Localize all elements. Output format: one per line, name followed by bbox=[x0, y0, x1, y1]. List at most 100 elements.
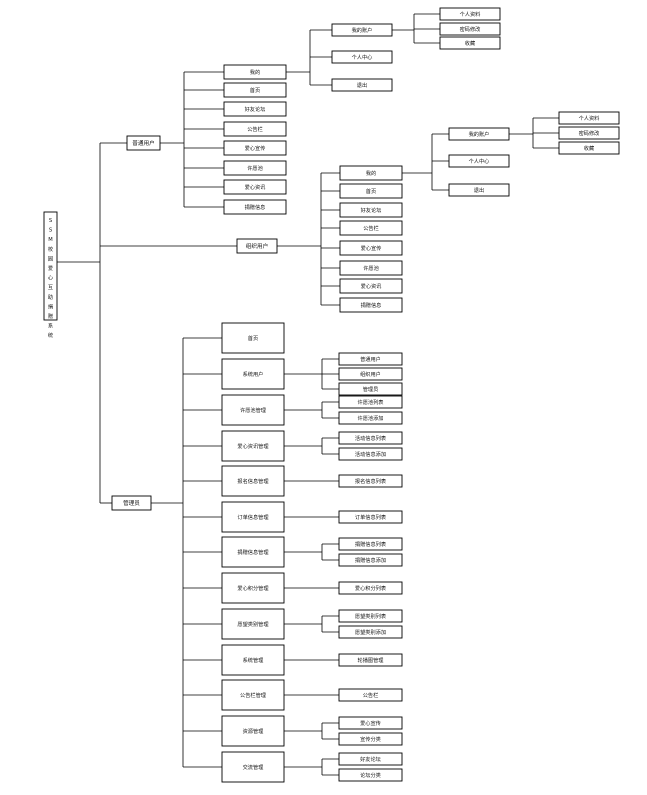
admin-sub-item-8-1-label: 愿望类别添加 bbox=[355, 628, 386, 636]
admin-sub-item-3-0: 活动信息列表 bbox=[338, 431, 403, 445]
admin-menu-item-5-box bbox=[221, 501, 285, 533]
admin-sub-item-5-0: 订单信息列表 bbox=[338, 510, 403, 524]
org-account-item-1-box bbox=[448, 154, 510, 168]
org-menu-item-6-label: 爱心资讯 bbox=[361, 282, 383, 290]
user-menu-item-5-label: 许愿池 bbox=[247, 164, 263, 172]
admin-sub-item-8-0: 愿望类别列表 bbox=[338, 609, 403, 623]
org-account-sub-item-0: 个人资料 bbox=[558, 111, 620, 125]
role-user-label: 普通用户 bbox=[132, 139, 154, 147]
user-menu-item-4: 爱心宣传 bbox=[223, 140, 287, 156]
admin-sub-item-11-1-box bbox=[338, 732, 403, 746]
admin-menu-item-3: 爱心资讯管理 bbox=[221, 430, 285, 462]
org-account-sub-item-2: 收藏 bbox=[558, 141, 620, 155]
user-menu-item-1-label: 首页 bbox=[250, 86, 260, 94]
org-menu-item-2-label: 好友论坛 bbox=[361, 206, 382, 214]
admin-sub-item-2-0: 许愿池列表 bbox=[338, 395, 403, 409]
user-account-item-2: 退出 bbox=[331, 78, 393, 92]
admin-sub-item-1-0-label: 普通用户 bbox=[360, 355, 381, 363]
org-menu-item-4-box bbox=[339, 240, 403, 256]
user-menu-item-4-box bbox=[223, 140, 287, 156]
admin-sub-item-1-2: 管理员 bbox=[338, 382, 403, 396]
admin-menu-item-9: 系统管理 bbox=[221, 644, 285, 676]
admin-menu-item-2-label: 许愿池管理 bbox=[240, 406, 267, 414]
admin-sub-item-3-0-label: 活动信息列表 bbox=[355, 434, 387, 442]
org-account-sub-item-1-box bbox=[558, 126, 620, 140]
admin-sub-item-10-0-label: 公告栏 bbox=[363, 691, 379, 699]
org-account-sub-item-0-label: 个人资料 bbox=[579, 114, 600, 122]
admin-sub-item-1-1-label: 组织用户 bbox=[360, 370, 381, 378]
admin-menu-item-1-label: 系统用户 bbox=[243, 370, 264, 378]
admin-menu-item-3-label: 爱心资讯管理 bbox=[237, 442, 269, 450]
admin-menu-item-1-box bbox=[221, 358, 285, 390]
admin-sub-item-12-1-box bbox=[338, 768, 403, 782]
admin-sub-item-6-0-box bbox=[338, 537, 403, 551]
admin-menu-item-0-box bbox=[221, 322, 285, 354]
user-account-sub-item-1-box bbox=[439, 22, 501, 36]
admin-sub-item-1-0: 普通用户 bbox=[338, 352, 403, 366]
org-menu-item-1: 首页 bbox=[339, 183, 403, 199]
admin-sub-item-6-1: 捐赠信息添加 bbox=[338, 553, 403, 567]
org-account-sub-item-2-label: 收藏 bbox=[584, 144, 595, 152]
user-menu-item-7: 捐赠信息 bbox=[223, 199, 287, 215]
user-menu-item-4-label: 爱心宣传 bbox=[245, 144, 266, 152]
user-menu-item-6: 爱心资讯 bbox=[223, 179, 287, 195]
org-account-item-1: 个人中心 bbox=[448, 154, 510, 168]
admin-sub-item-7-0-label: 爱心积分列表 bbox=[355, 584, 387, 592]
admin-menu-item-4-label: 报名信息管理 bbox=[237, 477, 269, 485]
admin-menu-item-12-label: 交流管理 bbox=[243, 763, 265, 771]
admin-menu-item-1: 系统用户 bbox=[221, 358, 285, 390]
admin-menu-item-5: 订单信息管理 bbox=[221, 501, 285, 533]
org-menu-item-2: 好友论坛 bbox=[339, 202, 403, 218]
admin-menu-item-7-label: 爱心积分管理 bbox=[237, 584, 269, 592]
role-admin: 管理员 bbox=[111, 495, 152, 511]
org-menu-item-7: 捐赠信息 bbox=[339, 297, 403, 313]
admin-sub-item-7-0-box bbox=[338, 581, 403, 595]
role-user: 普通用户 bbox=[126, 135, 161, 151]
org-menu-item-6: 爱心资讯 bbox=[339, 278, 403, 294]
user-menu-item-5-box bbox=[223, 160, 287, 176]
user-account-sub-item-2: 收藏 bbox=[439, 36, 501, 50]
admin-sub-item-8-1-box bbox=[338, 625, 403, 639]
org-account-item-2-label: 退出 bbox=[474, 186, 484, 194]
user-account-sub-item-2-label: 收藏 bbox=[465, 39, 476, 47]
admin-menu-item-9-box bbox=[221, 644, 285, 676]
admin-sub-item-11-0: 爱心宣传 bbox=[338, 716, 403, 730]
admin-sub-item-2-0-box bbox=[338, 395, 403, 409]
user-menu-item-5: 许愿池 bbox=[223, 160, 287, 176]
admin-sub-item-2-1-label: 许愿池添加 bbox=[358, 414, 384, 422]
admin-menu-item-0-label: 首页 bbox=[248, 334, 258, 342]
admin-sub-item-12-1: 论坛分类 bbox=[338, 768, 403, 782]
user-account-sub-item-2-box bbox=[439, 36, 501, 50]
org-menu-item-5-label: 许愿池 bbox=[363, 264, 379, 272]
admin-sub-item-11-0-label: 爱心宣传 bbox=[360, 719, 381, 727]
role-admin-label: 管理员 bbox=[123, 499, 140, 507]
user-menu-item-2: 好友论坛 bbox=[223, 101, 287, 117]
org-menu-item-0-label: 我的 bbox=[366, 169, 376, 177]
org-menu-item-1-box bbox=[339, 183, 403, 199]
admin-sub-item-11-1-label: 宣传分类 bbox=[360, 735, 381, 743]
admin-sub-item-6-0: 捐赠信息列表 bbox=[338, 537, 403, 551]
admin-sub-item-5-0-label: 订单信息列表 bbox=[355, 513, 387, 521]
org-menu-item-3: 公告栏 bbox=[339, 220, 403, 236]
user-account-item-0: 我的账户 bbox=[331, 23, 393, 37]
admin-sub-item-9-0-label: 轮播图管理 bbox=[358, 656, 385, 664]
admin-menu-item-6-label: 捐赠信息管理 bbox=[237, 548, 269, 556]
admin-menu-item-3-box bbox=[221, 430, 285, 462]
admin-sub-item-6-1-box bbox=[338, 553, 403, 567]
admin-menu-item-6: 捐赠信息管理 bbox=[221, 536, 285, 568]
admin-menu-item-10-label: 公告栏管理 bbox=[240, 691, 267, 699]
admin-menu-item-8-label: 愿望类别管理 bbox=[237, 620, 269, 628]
admin-sub-item-9-0: 轮播图管理 bbox=[338, 653, 403, 667]
org-account-item-0: 我的账户 bbox=[448, 127, 510, 141]
org-account-item-1-label: 个人中心 bbox=[469, 157, 490, 165]
user-account-sub-item-1: 密码修改 bbox=[439, 22, 501, 36]
user-menu-item-3-box bbox=[223, 121, 287, 137]
org-account-item-0-label: 我的账户 bbox=[469, 130, 490, 138]
user-account-item-1-box bbox=[331, 50, 393, 64]
user-menu-item-1-box bbox=[223, 82, 287, 98]
admin-sub-item-12-0-box bbox=[338, 752, 403, 766]
org-menu-item-5-box bbox=[339, 260, 403, 276]
